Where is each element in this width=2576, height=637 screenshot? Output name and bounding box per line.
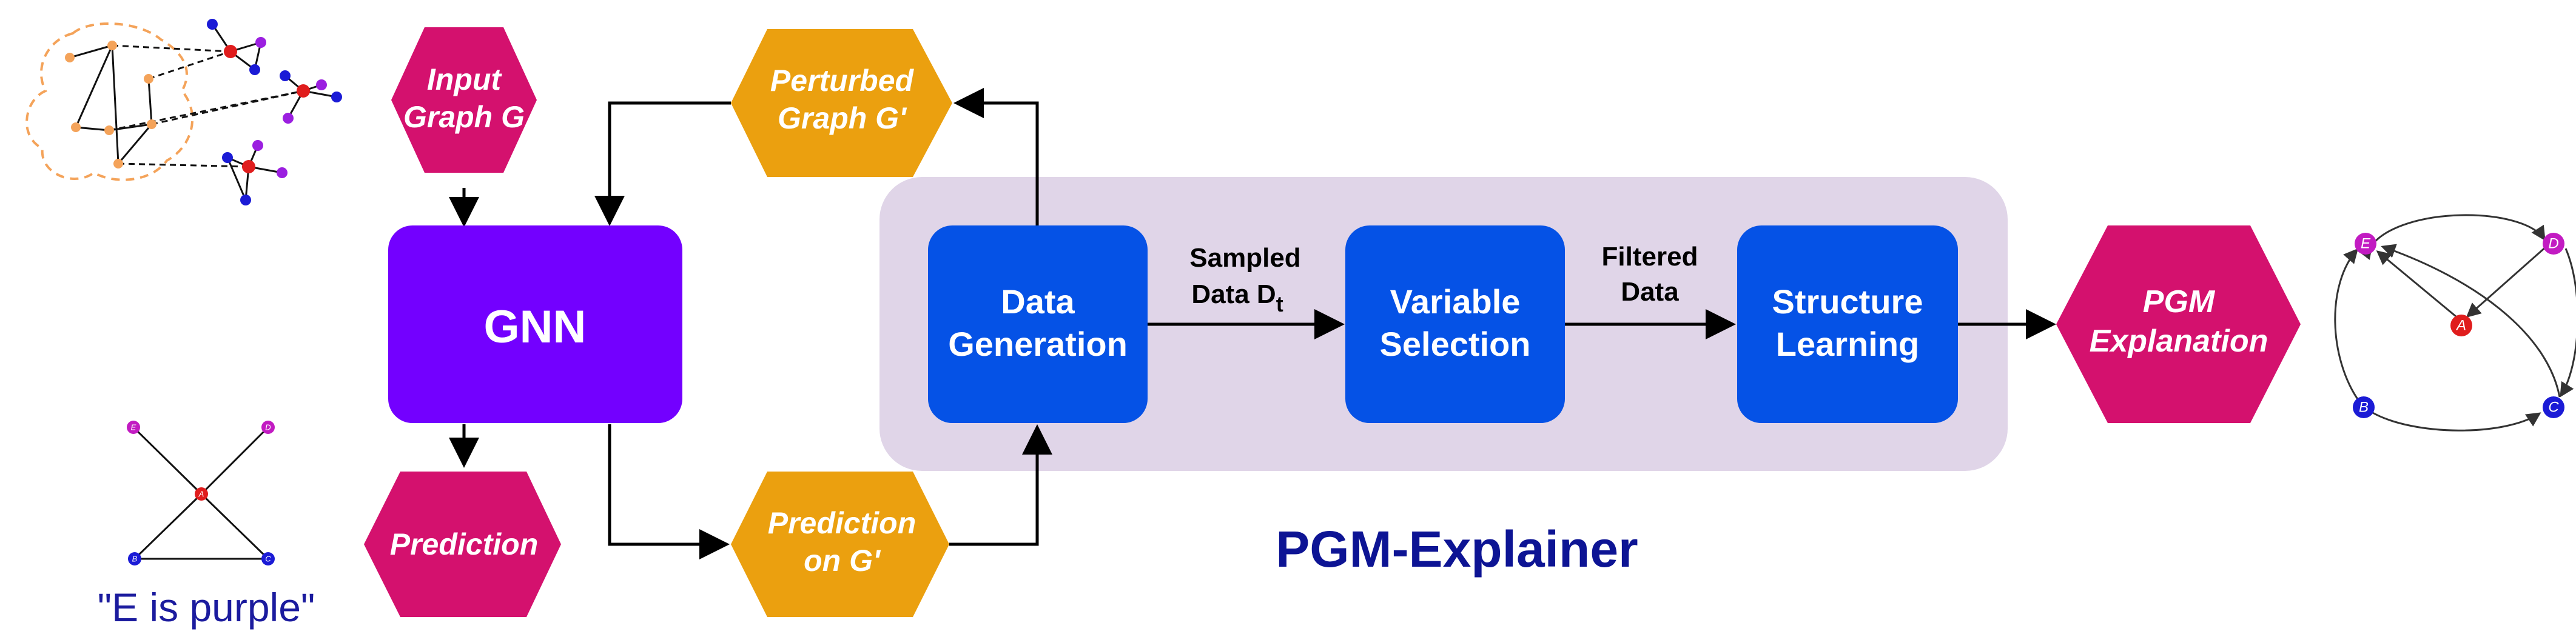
variable-selection-label-line2: Selection	[1380, 325, 1531, 363]
structure-learning-node: Structure Learning	[1737, 225, 1958, 423]
explanation-node-a	[2450, 315, 2472, 336]
data-generation-node: Data Generation	[928, 225, 1148, 423]
structure-learning-label-line2: Learning	[1776, 325, 1919, 363]
edge-gnn-to-prediction-on-g	[608, 424, 730, 559]
data-generation-label-line1: Data	[1001, 282, 1075, 321]
filtered-data-label-line1: Filtered	[1602, 242, 1698, 272]
input-graph-label-line1: Input	[427, 62, 503, 96]
small-graph-label-d: D	[265, 423, 271, 432]
input-graph-illustration	[25, 19, 342, 205]
pgm-explanation-label-line2: Explanation	[2090, 324, 2268, 359]
structure-learning-label-line1: Structure	[1772, 282, 1923, 321]
perturbed-graph-label-line2: Graph G'	[778, 101, 907, 135]
edge-perturbed-to-gnn	[594, 101, 731, 226]
prediction-node: Prediction	[364, 472, 561, 617]
small-graph-label-a: A	[198, 490, 204, 499]
small-graph-label-c: C	[265, 555, 271, 564]
explanation-label-a: A	[2455, 318, 2466, 334]
pgm-explanation-label-line1: PGM	[2143, 284, 2216, 319]
small-star-graph: E D A B C	[127, 421, 275, 565]
explanation-graph: E D A B C	[2334, 214, 2576, 432]
pgm-explainer-title: PGM-Explainer	[1276, 521, 1638, 578]
gnn-label: GNN	[484, 301, 587, 353]
filtered-data-label-line2: Data	[1621, 277, 1679, 307]
perturbed-graph-label-line1: Perturbed	[770, 64, 915, 98]
small-graph-node-e	[127, 421, 140, 434]
prediction-label: Prediction	[390, 527, 538, 561]
explanation-label-d: D	[2548, 236, 2558, 252]
sampled-data-label-line1: Sampled	[1189, 243, 1300, 273]
variable-selection-label-line1: Variable	[1390, 282, 1521, 321]
prediction-on-g-label-line1: Prediction	[768, 506, 916, 540]
pgm-explanation-node: PGM Explanation	[2056, 225, 2301, 423]
explanation-label-b: B	[2359, 399, 2369, 416]
edge-data-generation-to-perturbed	[953, 88, 1039, 225]
small-graph-node-a	[195, 487, 208, 501]
perturbed-graph-node: Perturbed Graph G'	[731, 29, 952, 177]
gnn-node: GNN	[388, 225, 682, 423]
input-graph-node: Input Graph G	[391, 27, 537, 173]
small-graph-node-c	[261, 552, 275, 565]
small-graph-node-d	[261, 421, 275, 434]
variable-selection-node: Variable Selection	[1345, 225, 1565, 423]
small-graph-label-b: B	[132, 555, 138, 564]
edge-prediction-on-g-to-data-generation	[949, 424, 1052, 546]
data-generation-label-line2: Generation	[948, 325, 1128, 363]
explanation-node-c	[2543, 396, 2564, 418]
explanation-label-e: E	[2361, 236, 2371, 252]
explanation-label-c: C	[2548, 399, 2559, 416]
explanation-node-b	[2353, 396, 2375, 418]
explanation-node-e	[2355, 233, 2376, 255]
input-graph-label-line2: Graph G	[403, 100, 525, 134]
prediction-on-g-label-line2: on G'	[804, 544, 881, 578]
explanation-node-d	[2543, 233, 2564, 255]
small-graph-node-b	[128, 552, 141, 565]
small-graph-label-e: E	[131, 423, 136, 432]
sampled-data-label-line2: Data Dt	[1191, 279, 1283, 316]
explanation-caption: "E is purple"	[98, 585, 315, 630]
prediction-on-g-node: Prediction on G'	[731, 472, 949, 617]
